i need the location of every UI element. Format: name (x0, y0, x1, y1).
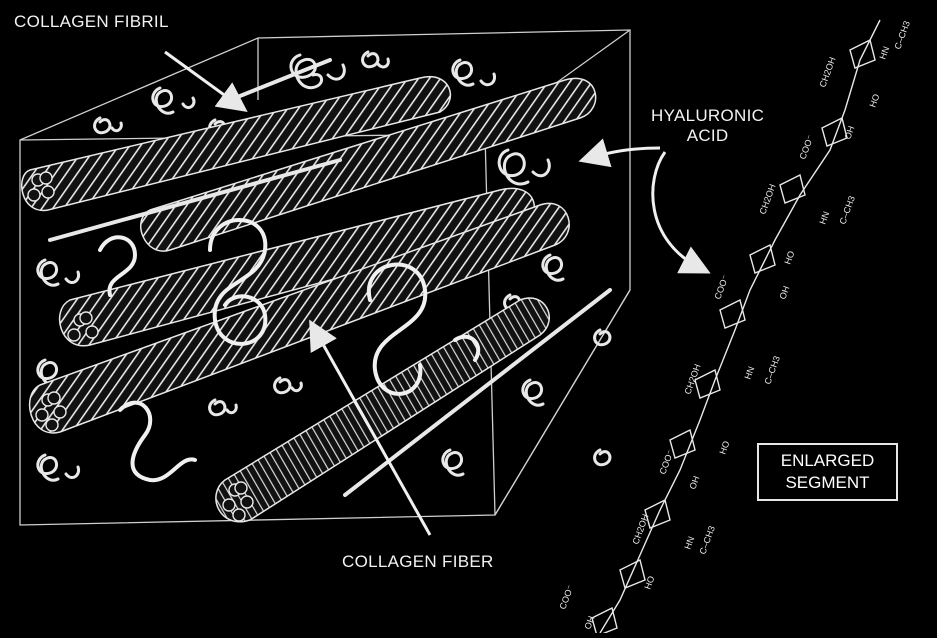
enlarged-label-line2: SEGMENT (785, 473, 870, 492)
fiber-lower-left (29, 202, 570, 434)
enlarged-segment-box: ENLARGED SEGMENT (757, 443, 898, 501)
ch2oh-label: CH2OH (682, 363, 702, 396)
ho-label: HO (782, 250, 796, 266)
fiber-end-caps (27, 171, 254, 522)
oh-label: OH (582, 615, 596, 631)
hn-label: HN (742, 365, 756, 381)
collagen-fibril-label: COLLAGEN FIBRIL (14, 12, 169, 31)
ch2oh-label: CH2OH (757, 183, 777, 216)
fiber-upper-right (140, 77, 597, 252)
acetyl-label: C–CH3 (837, 195, 856, 226)
collagen-fiber-label: COLLAGEN FIBER (342, 552, 494, 571)
hyaluronic-acid-label: HYALURONIC ACID (651, 106, 764, 147)
oh-label: OH (687, 475, 701, 491)
ho-label: HO (642, 575, 656, 591)
hyaluronic-loops (98, 218, 481, 483)
collagen-fiber-arrow (309, 319, 432, 536)
coo-label: COO⁻ (712, 273, 730, 300)
hyaluronic-label-line1: HYALURONIC (651, 106, 765, 125)
fiber-top (21, 75, 451, 211)
hyaluronic-label-line2: ACID (686, 126, 729, 146)
oh-label: OH (777, 285, 791, 301)
hn-label: HN (682, 535, 696, 551)
acetyl-label: C–CH3 (762, 355, 781, 386)
collagen-fibril-arrow (164, 50, 248, 113)
ch2oh-label: CH2OH (630, 513, 650, 546)
collagen-fibers (21, 75, 597, 523)
ho-label: HO (717, 440, 731, 456)
acetyl-label: C–CH3 (892, 20, 911, 51)
fiber-bottom (215, 297, 550, 523)
coo-label: COO⁻ (657, 448, 675, 475)
hn-label: HN (817, 210, 831, 226)
coo-label: COO⁻ (557, 583, 575, 610)
hyaluronic-arrow-upper (578, 138, 661, 168)
oh-label: OH (842, 125, 856, 141)
hyaluronic-arrow-lower (651, 151, 711, 274)
ho-label: HO (867, 93, 881, 109)
coo-label: COO⁻ (797, 133, 815, 160)
ch2oh-label: CH2OH (817, 56, 837, 89)
enlarged-label-line1: ENLARGED (780, 451, 875, 470)
callout-arrows (164, 50, 711, 536)
hn-label: HN (877, 45, 891, 61)
acetyl-label: C–CH3 (697, 525, 716, 556)
hyaluronic-chain (591, 19, 881, 637)
